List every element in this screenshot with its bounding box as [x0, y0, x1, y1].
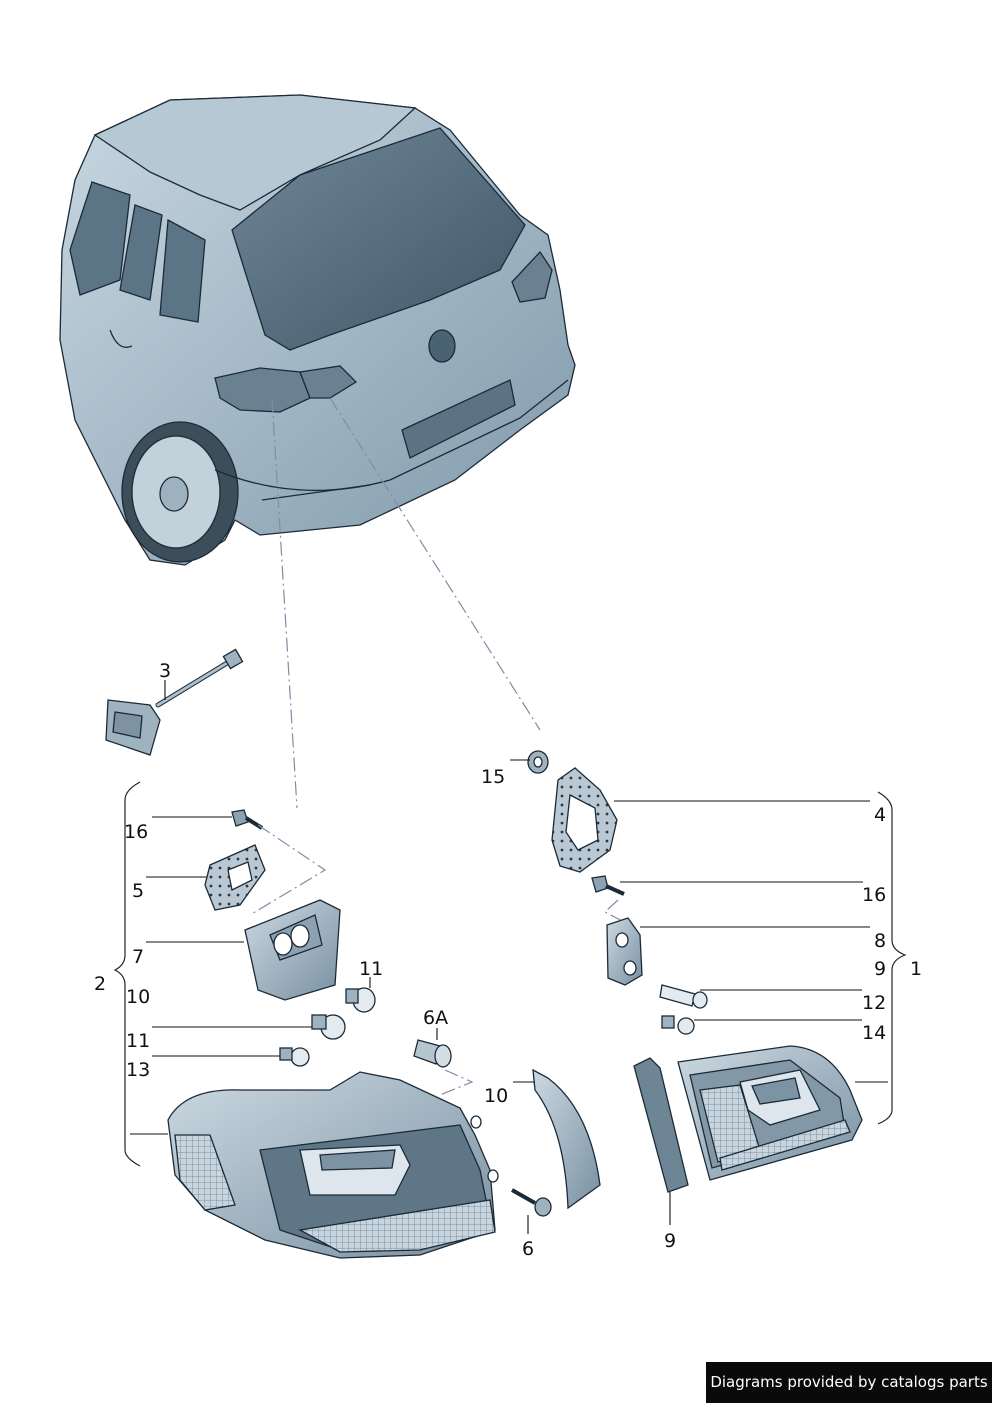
callout-8: 8	[874, 930, 886, 952]
bulb-11-upper	[345, 987, 376, 1013]
brace-group-2	[113, 781, 141, 1167]
callout-13: 13	[126, 1059, 150, 1081]
guide-line-right	[329, 397, 541, 731]
bulb-11-lower	[311, 1014, 346, 1040]
trim-strip-10	[532, 1068, 601, 1210]
callout-10-left: 10	[126, 986, 150, 1008]
bolt-right	[591, 875, 625, 896]
callout-14: 14	[862, 1022, 886, 1044]
credit-banner: Diagrams provided by catalogs parts	[706, 1362, 992, 1403]
callout-4: 4	[874, 804, 886, 826]
bulb-14	[661, 1015, 695, 1035]
callout-5: 5	[132, 880, 144, 902]
gasket-4	[551, 767, 618, 873]
callout-12: 12	[862, 992, 886, 1014]
callout-labels: 3 15 16 5 7 2 10 11 11 6A 13 10 6 9 4 16…	[94, 660, 922, 1260]
callout-2: 2	[94, 973, 106, 995]
bulb-12	[659, 984, 708, 1009]
bolt-left	[231, 809, 264, 830]
callout-16-right: 16	[862, 884, 886, 906]
callout-15: 15	[481, 766, 505, 788]
brace-group-1	[877, 791, 907, 1125]
vehicle-rear-view	[59, 94, 576, 566]
leader-lines	[130, 680, 888, 1234]
bulb-13	[279, 1047, 310, 1067]
reflector-strip-9	[633, 1057, 689, 1193]
guide-line-left	[271, 397, 298, 809]
callout-11-lower: 11	[126, 1030, 150, 1052]
callout-16-left: 16	[124, 821, 148, 843]
gasket-left	[204, 844, 266, 911]
callout-6a: 6A	[423, 1007, 448, 1029]
callout-11-upper: 11	[359, 958, 383, 980]
bulb-holder-8	[606, 917, 643, 986]
callout-3: 3	[159, 660, 171, 682]
nut-15	[527, 750, 549, 774]
screw-6	[511, 1188, 552, 1217]
tail-lamp-left	[167, 1071, 499, 1259]
bulb-holder-left	[244, 899, 341, 1001]
callout-6: 6	[522, 1238, 534, 1260]
callout-1: 1	[910, 958, 922, 980]
callout-10-right: 10	[484, 1085, 508, 1107]
tail-lamp-right	[677, 1045, 863, 1181]
wiring-harness	[105, 648, 244, 756]
callout-7: 7	[132, 946, 144, 968]
callout-9-bottom: 9	[664, 1230, 676, 1252]
clip-6a	[413, 1039, 452, 1068]
callout-9-right: 9	[874, 958, 886, 980]
